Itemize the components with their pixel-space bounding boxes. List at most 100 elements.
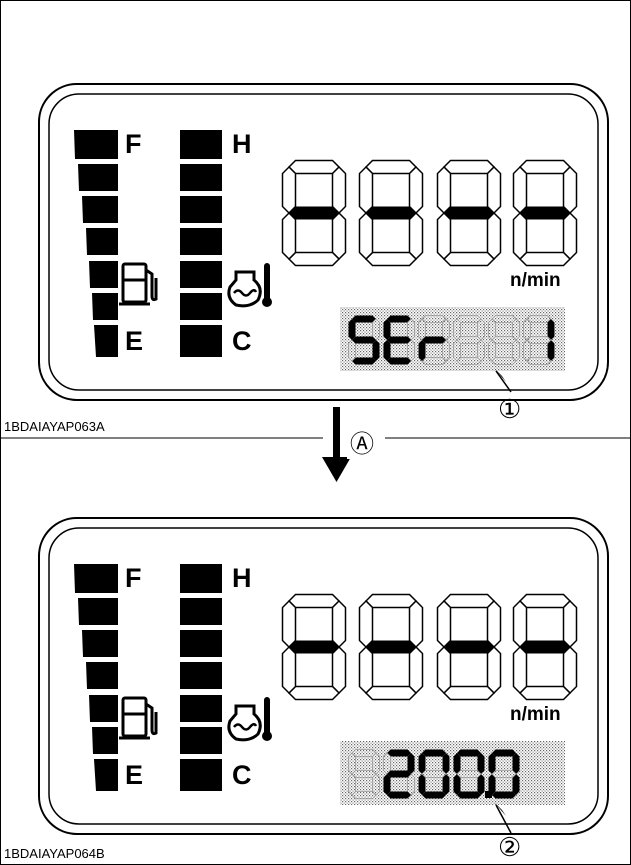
temp-cold-label: C [232,326,252,356]
segment-g [422,336,446,344]
rpm-display [281,593,578,701]
segment-d [352,357,376,365]
segment-c [562,211,578,261]
segment-b [512,753,520,774]
fuel-empty-label: E [125,326,144,356]
segment-d [287,685,341,701]
segment-b [562,165,578,215]
segment-e [436,645,452,695]
segment-d [518,685,572,701]
segment-e [418,340,426,361]
segment-g [421,770,447,778]
segment-g [444,206,494,220]
rpm-digit [436,159,502,267]
segment-a [422,749,446,757]
segment-g [456,336,482,344]
segment-c [331,211,347,261]
segment-g [289,640,339,654]
callout-leader [495,804,512,834]
segment-e [358,645,374,695]
meter-panel-after [38,517,609,835]
fuel-pump-icon [119,262,158,306]
segment-a [287,159,341,175]
segment-a [518,593,572,609]
segment-e [383,340,391,361]
sub-display-digit [348,315,380,365]
segment-c [331,645,347,695]
segment-g [366,206,416,220]
segment-d [442,251,496,267]
segment-b [331,599,347,649]
segment-c [372,340,380,361]
segment-c [547,340,555,361]
segment-c [477,774,485,795]
sub-display-digit [383,749,415,799]
segment-g [444,640,494,654]
temp-hot-label: H [232,129,252,159]
segment-a [442,593,496,609]
segment-f [281,599,297,649]
segment-f [418,753,426,774]
segment-e [281,211,297,261]
sub-display-digit [418,315,450,365]
segment-b [486,165,502,215]
fuel-gauge-bars [74,130,118,357]
temp-gauge-bars [180,564,222,791]
rpm-digit [512,593,578,701]
rpm-digit [281,159,347,267]
segment-c [486,211,502,261]
segment-g [456,770,482,778]
segment-d [364,685,418,701]
segment-g [491,770,517,778]
segment-g [387,336,411,344]
segment-a [352,315,376,323]
segment-e [358,211,374,261]
segment-a [387,749,411,757]
fuel-pump-icon [119,696,158,740]
segment-d [442,685,496,701]
segment-g [352,336,376,344]
segment-c [408,211,424,261]
rpm-display [281,159,578,267]
segment-g [351,770,377,778]
rpm-unit-label: n/min [510,270,561,291]
sub-display-digit [418,749,450,799]
rpm-unit-label: n/min [510,704,561,725]
segment-a [457,749,481,757]
segment-b [547,319,555,340]
segment-e [488,774,496,795]
segment-e [383,774,391,795]
segment-b [408,165,424,215]
segment-c [512,774,520,795]
segment-e [436,211,452,261]
decimal-point [485,791,492,798]
segment-e [512,645,528,695]
segment-c [562,645,578,695]
sub-display-digit [453,315,485,365]
transition-arrow [322,407,351,482]
segment-b [486,599,502,649]
segment-e [453,774,461,795]
coolant-temperature-icon [227,263,272,308]
segment-c [486,645,502,695]
segment-a [492,749,516,757]
segment-e [512,211,528,261]
segment-b [408,599,424,649]
rpm-digit [436,593,502,701]
segment-f [281,165,297,215]
figure-code: 1BDAIAYAP063A [4,419,105,434]
segment-f [358,599,374,649]
sub-display-digit [348,749,380,799]
sub-display-digits [348,315,555,365]
segment-c [408,645,424,695]
segment-f [383,319,391,340]
segment-f [512,599,528,649]
segment-f [512,165,528,215]
segment-f [488,753,496,774]
segment-b [407,753,415,774]
sub-display-digit [523,315,555,365]
sub-display-digit [453,749,485,799]
segment-a [287,593,341,609]
callout-leader [495,370,512,393]
segment-b [442,753,450,774]
